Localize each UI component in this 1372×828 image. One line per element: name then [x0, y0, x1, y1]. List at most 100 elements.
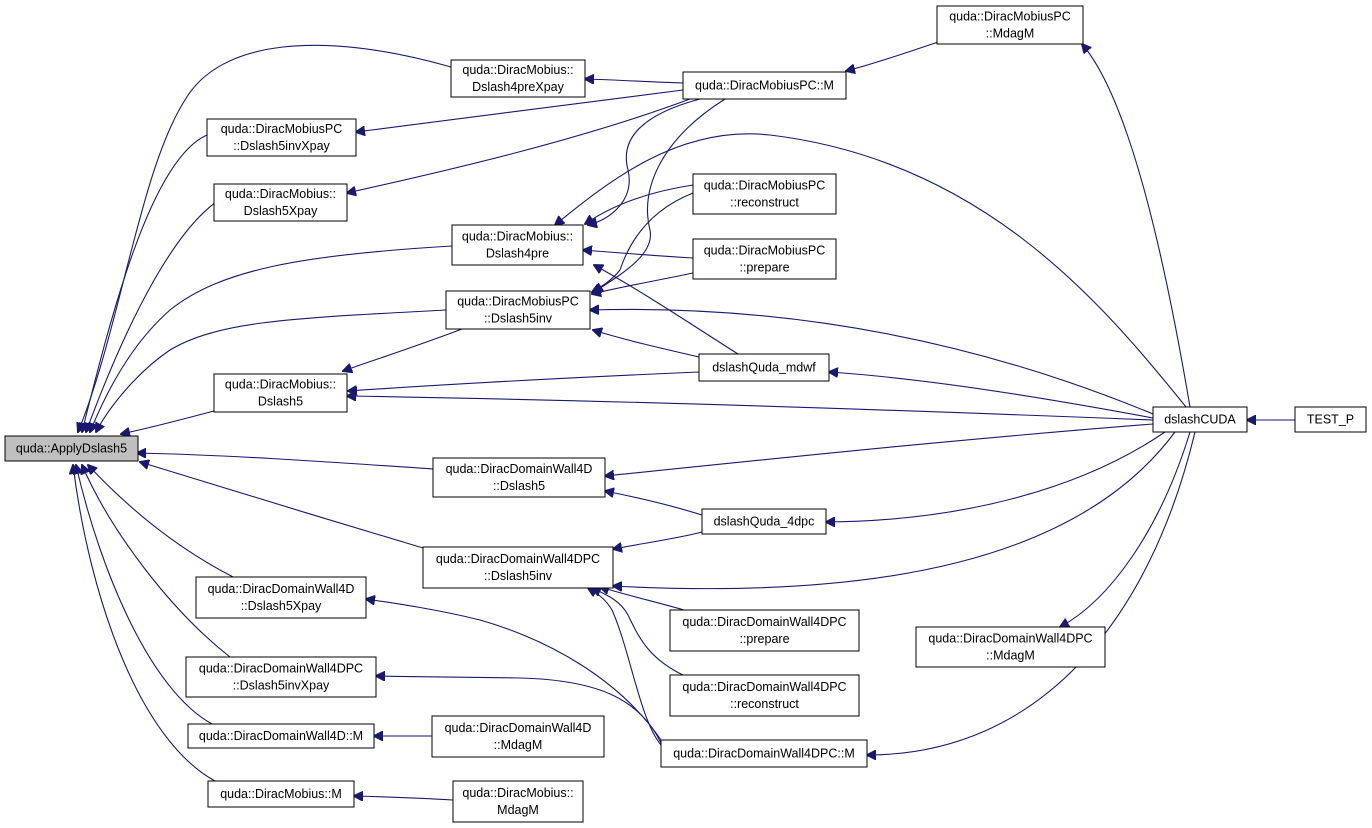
node-label: quda::DiracMobiusPC [457, 295, 579, 309]
node-dw4dpc_dslash5inv[interactable]: quda::DiracDomainWall4DPC::Dslash5inv [422, 546, 614, 589]
node-mobius_m[interactable]: quda::DiracMobius::M [207, 780, 355, 808]
node-mobius_dslash4pre[interactable]: quda::DiracMobius::Dslash4pre [451, 224, 584, 266]
node-box [669, 674, 860, 717]
edge-mobius_dslash4pre-to-applydslash5 [90, 245, 453, 432]
node-label: ::reconstruct [730, 697, 799, 711]
node-mobiuspc_mdagm[interactable]: quda::DiracMobiusPC::MdagM [936, 5, 1084, 45]
node-mobiuspc_dslash5invxpay[interactable]: quda::DiracMobiusPC::Dslash5invXpay [206, 118, 357, 157]
node-dslashcuda[interactable]: dslashCUDA [1152, 406, 1248, 433]
node-label: quda::DiracMobiusPC [704, 179, 826, 193]
node-dw4dpc_mdagm[interactable]: quda::DiracDomainWall4DPC::MdagM [915, 626, 1106, 668]
node-box [692, 173, 837, 215]
node-mobius_dslash5xpay[interactable]: quda::DiracMobius::Dslash5Xpay [213, 183, 348, 222]
node-label: ::reconstruct [730, 196, 799, 210]
edge-mobiuspc_reconstruct-to-mobiuspc_dslash5inv [592, 192, 694, 292]
edge-mobius_dslash5xpay-to-applydslash5 [86, 197, 223, 432]
node-box [445, 290, 591, 330]
node-label: quda::DiracMobiusPC [949, 10, 1071, 24]
node-label: ::prepare [739, 632, 789, 646]
edge-layer [73, 41, 1296, 800]
node-label: Dslash5Xpay [244, 204, 318, 218]
edge-mobius_dslash4prexpay-to-applydslash5 [78, 44, 452, 432]
edge-dslashquda_4dpc-to-dw4d_dslash5 [605, 491, 703, 516]
node-box [450, 59, 586, 98]
node-dw4dpc_reconstruct[interactable]: quda::DiracDomainWall4DPC::reconstruct [669, 674, 860, 717]
edge-mobiuspc_m-to-mobiuspc_dslash5invxpay [356, 89, 684, 132]
node-layer: quda::ApplyDslash5quda::DiracMobius::Dsl… [4, 5, 1367, 823]
edge-mobiuspc_prepare-to-mobius_dslash4pre [583, 250, 694, 259]
node-label: quda::DiracDomainWall4D::M [199, 729, 363, 743]
node-label: ::prepare [739, 261, 789, 275]
node-label: quda::DiracMobius:: [462, 63, 573, 77]
node-label: quda::DiracDomainWall4DPC [682, 680, 846, 694]
node-box [1152, 406, 1248, 433]
node-dslashquda_mdwf[interactable]: dslashQuda_mdwf [698, 353, 830, 382]
node-mobiuspc_prepare[interactable]: quda::DiracMobiusPC::prepare [692, 238, 837, 280]
edge-mobiuspc_dslash5inv-to-mobius_dslash5 [343, 328, 463, 371]
node-label: quda::DiracDomainWall4D [445, 721, 592, 735]
node-box [431, 715, 605, 758]
node-label: ::Dslash5 [493, 479, 545, 493]
edge-mobiuspc_dslash5inv-to-applydslash5 [96, 309, 447, 432]
node-dw4dpc_prepare[interactable]: quda::DiracDomainWall4DPC::prepare [669, 609, 860, 652]
node-box [207, 780, 355, 808]
node-label: ::Dslash5invXpay [233, 679, 330, 693]
node-box [432, 457, 606, 498]
node-label: ::Dslash5inv [484, 569, 553, 583]
edge-mobiuspc_dslash5invxpay-to-applydslash5 [82, 134, 208, 432]
node-dw4d_dslash5xpay[interactable]: quda::DiracDomainWall4D::Dslash5Xpay [195, 576, 367, 619]
node-dw4dpc_m[interactable]: quda::DiracDomainWall4DPC::M [660, 739, 868, 768]
node-label: quda::DiracDomainWall4DPC [199, 662, 363, 676]
node-dw4dpc_dslash5invxpay[interactable]: quda::DiracDomainWall4DPC::Dslash5invXpa… [185, 656, 377, 698]
node-box [701, 508, 827, 535]
edge-dslashcuda-to-dw4dpc_dslash5inv [613, 431, 1176, 589]
node-box [187, 723, 375, 749]
node-dw4d_m[interactable]: quda::DiracDomainWall4D::M [187, 723, 375, 749]
node-label: MdagM [497, 803, 539, 817]
edge-dslashcuda-to-mobius_dslash4pre [555, 133, 1187, 408]
node-mobiuspc_dslash5inv[interactable]: quda::DiracMobiusPC::Dslash5inv [445, 290, 591, 330]
node-applydslash5: quda::ApplyDslash5 [4, 435, 139, 462]
node-box [936, 5, 1084, 45]
node-box [195, 576, 367, 619]
node-mobiuspc_reconstruct[interactable]: quda::DiracMobiusPC::reconstruct [692, 173, 837, 215]
node-label: Dslash5 [258, 395, 303, 409]
node-label: quda::DiracDomainWall4D [446, 462, 593, 476]
node-label: dslashQuda_mdwf [712, 361, 816, 375]
edge-mobiuspc_prepare-to-mobiuspc_dslash5inv [592, 272, 694, 294]
node-box [422, 546, 614, 589]
node-dw4d_mdagm[interactable]: quda::DiracDomainWall4D::MdagM [431, 715, 605, 758]
edge-dw4d_m-to-applydslash5 [76, 465, 213, 725]
node-box [682, 71, 847, 100]
node-mobius_dslash4prexpay[interactable]: quda::DiracMobius::Dslash4preXpay [450, 59, 586, 98]
node-mobius_dslash5[interactable]: quda::DiracMobius::Dslash5 [213, 373, 348, 413]
node-box [451, 224, 584, 266]
node-mobius_mdagm[interactable]: quda::DiracMobius::MdagM [452, 780, 584, 823]
node-test_p[interactable]: TEST_P [1294, 406, 1367, 433]
edge-dw4dpc_reconstruct-to-dw4dpc_dslash5inv [592, 588, 688, 678]
node-label: ::Dslash5inv [484, 312, 553, 326]
node-label: ::Dslash5invXpay [233, 139, 330, 153]
edge-dw4dpc_m-to-dw4dpc_dslash5invxpay [376, 676, 662, 744]
edge-dslashcuda-to-mobiuspc_dslash5inv [590, 309, 1154, 415]
node-label: quda::DiracMobiusPC::M [695, 79, 834, 93]
edge-mobiuspc_reconstruct-to-mobius_dslash4pre [585, 184, 694, 224]
edge-dw4dpc_dslash5inv-to-applydslash5 [140, 462, 424, 549]
node-label: quda::DiracMobius:: [462, 786, 573, 800]
edge-mobiuspc_m-to-mobiuspc_dslash5inv [594, 98, 726, 292]
node-label: quda::ApplyDslash5 [16, 442, 127, 456]
node-label: quda::DiracDomainWall4DPC [436, 552, 600, 566]
node-label: quda::DiracMobius:: [225, 378, 336, 392]
node-label: Dslash4preXpay [472, 80, 564, 94]
edge-dslashcuda-to-mobiuspc_mdagm [1082, 44, 1191, 408]
edge-dslashquda_mdwf-to-mobius_dslash5 [348, 371, 700, 391]
node-mobiuspc_m[interactable]: quda::DiracMobiusPC::M [682, 71, 847, 100]
node-dslashquda_4dpc[interactable]: dslashQuda_4dpc [701, 508, 827, 535]
edge-dslashcuda-to-dw4dpc_mdagm [1060, 431, 1191, 627]
node-label: ::MdagM [986, 649, 1035, 663]
node-box [698, 353, 830, 382]
node-label: quda::DiracMobius:: [462, 230, 573, 244]
node-dw4d_dslash5[interactable]: quda::DiracDomainWall4D::Dslash5 [432, 457, 606, 498]
edge-mobiuspc_m-to-mobius_dslash5xpay [347, 98, 691, 193]
